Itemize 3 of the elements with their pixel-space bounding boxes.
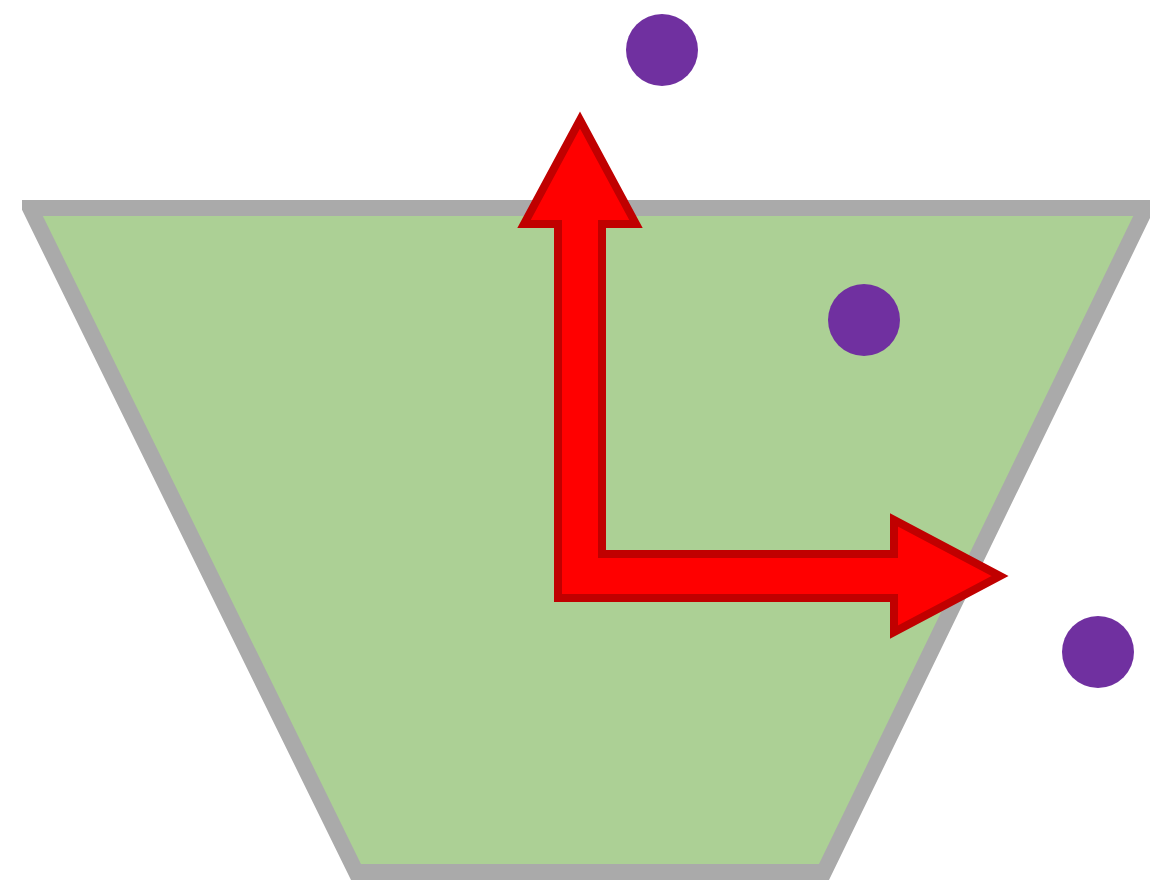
dot bbox=[626, 14, 698, 86]
trapezoid-shape bbox=[22, 200, 1150, 880]
dot bbox=[1062, 616, 1134, 688]
